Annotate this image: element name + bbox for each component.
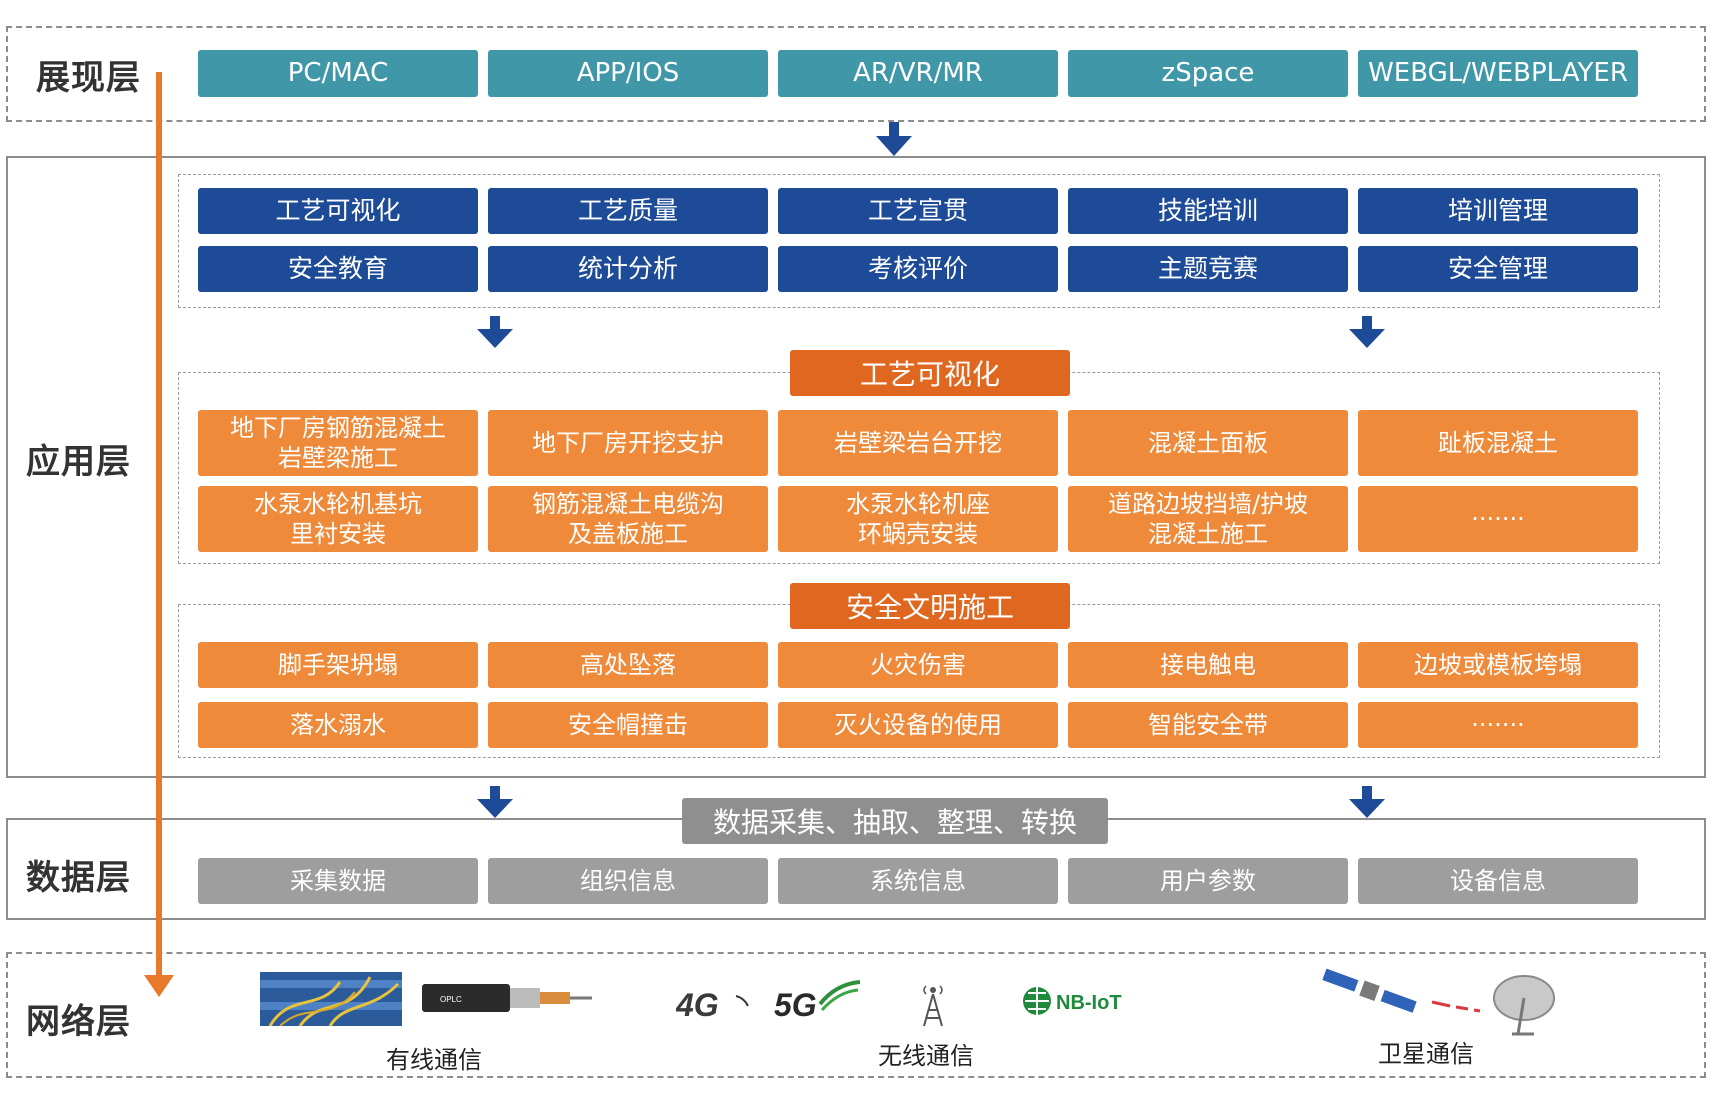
down-arrow-data-right [1349,786,1385,818]
app-module: 安全管理 [1358,246,1638,292]
down-arrow-right [1349,316,1385,348]
layer-label-data: 数据层 [26,858,131,898]
app-module: 培训管理 [1358,188,1638,234]
layer-label-application: 应用层 [26,442,131,482]
safety-item: 安全帽撞击 [488,702,768,748]
process-item: 水泵水轮机基坑 里衬安装 [198,486,478,552]
logo-5g-text: 5G [774,987,817,1022]
app-module: 安全教育 [198,246,478,292]
process-item: 钢筋混凝土电缆沟 及盖板施工 [488,486,768,552]
process-item: 混凝土面板 [1068,410,1348,476]
presentation-item-ar-vr-mr: AR/VR/MR [778,50,1058,97]
presentation-item-pc-mac: PC/MAC [198,50,478,97]
data-item: 设备信息 [1358,858,1638,904]
app-module: 主题竞赛 [1068,246,1348,292]
process-item: 地下厂房开挖支护 [488,410,768,476]
application-layer-frame [6,156,1706,778]
process-item: 道路边坡挡墙/护坡 混凝土施工 [1068,486,1348,552]
safety-item: 智能安全带 [1068,702,1348,748]
cable-icon: OPLC [422,984,592,1012]
process-section-title: 工艺可视化 [790,350,1070,396]
logo-5g-icon: 5G [774,980,861,1022]
data-item: 采集数据 [198,858,478,904]
app-module: 考核评价 [778,246,1058,292]
app-module: 统计分析 [488,246,768,292]
network-layer-frame [6,952,1706,1078]
presentation-item-webgl: WEBGL/WEBPLAYER [1358,50,1638,97]
safety-item: 灭火设备的使用 [778,702,1058,748]
cable-print: OPLC [440,995,462,1004]
safety-item: 落水溺水 [198,702,478,748]
presentation-item-app-ios: APP/IOS [488,50,768,97]
safety-item: 脚手架坍塌 [198,642,478,688]
satellite-label: 卫星通信 [1378,1040,1474,1068]
layer-label-network: 网络层 [26,1002,131,1042]
safety-item: 高处坠落 [488,642,768,688]
wireless-label: 无线通信 [878,1042,974,1070]
presentation-item-zspace: zSpace [1068,50,1348,97]
logo-nbiot-text: NB-IoT [1056,992,1122,1014]
safety-item-ellipsis: ······· [1358,702,1638,748]
app-modules-frame [178,174,1660,308]
network-switch-icon [260,972,402,1026]
app-module: 工艺质量 [488,188,768,234]
down-arrow-left [477,316,513,348]
process-item-ellipsis: ······· [1358,486,1638,552]
safety-item: 边坡或模板垮塌 [1358,642,1638,688]
logo-4g-text: 4G [676,987,719,1022]
layer-label-presentation: 展现层 [36,58,141,98]
layer-flow-arrow [144,72,174,997]
data-item: 组织信息 [488,858,768,904]
app-module: 工艺宣贯 [778,188,1058,234]
safety-item: 接电触电 [1068,642,1348,688]
antenna-tower-icon [923,985,943,1027]
app-module: 技能培训 [1068,188,1348,234]
process-item: 岩壁梁岩台开挖 [778,410,1058,476]
safety-section-title: 安全文明施工 [790,583,1070,629]
wired-label: 有线通信 [386,1046,482,1074]
process-item: 趾板混凝土 [1358,410,1638,476]
down-arrow-presentation [876,122,912,156]
process-item: 水泵水轮机座 环蜗壳安装 [778,486,1058,552]
presentation-layer-frame [6,26,1706,122]
down-arrow-data-left [477,786,513,818]
logo-nbiot-icon: NB-IoT [1023,987,1122,1015]
data-pipeline-title: 数据采集、抽取、整理、转换 [682,798,1108,844]
logo-4g-icon: 4G [676,987,749,1022]
process-item: 地下厂房钢筋混凝土 岩壁梁施工 [198,410,478,476]
data-item: 用户参数 [1068,858,1348,904]
data-item: 系统信息 [778,858,1058,904]
satellite-icon [1322,968,1555,1036]
app-module: 工艺可视化 [198,188,478,234]
safety-item: 火灾伤害 [778,642,1058,688]
